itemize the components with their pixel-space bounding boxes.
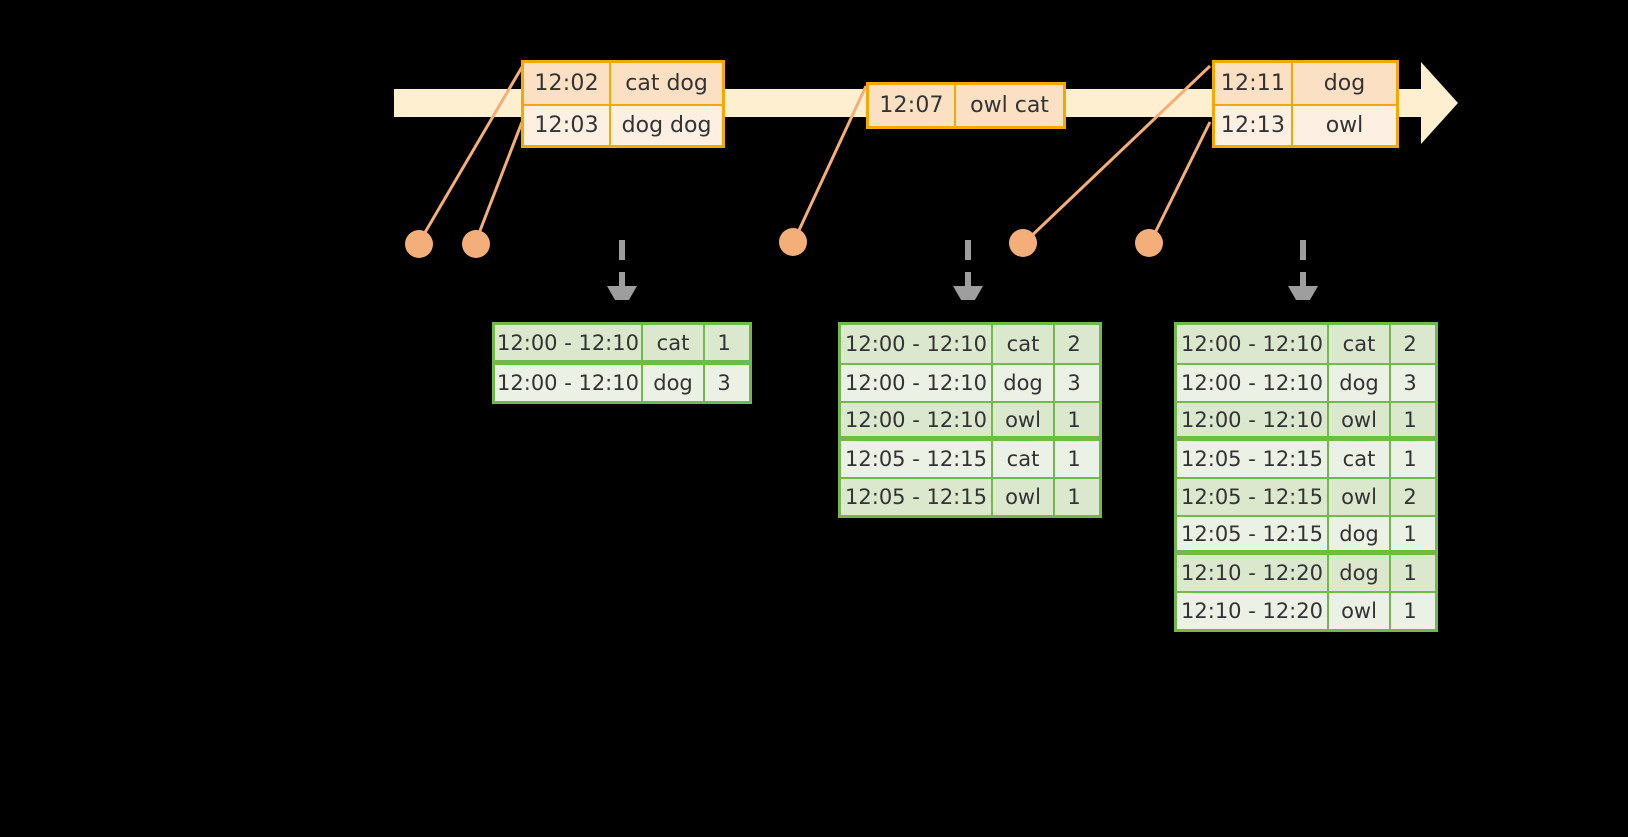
table-row[interactable]: 12:00 - 12:10 cat 1	[495, 325, 749, 363]
cell-window: 12:00 - 12:10	[1177, 325, 1329, 363]
event-words: cat dog	[625, 71, 708, 96]
cell-count: 1	[1403, 407, 1417, 432]
event-time: 12:07	[869, 85, 957, 126]
cell-count: 1	[1403, 447, 1417, 471]
cell-count: 2	[1403, 485, 1417, 509]
cell-window: 12:00 - 12:10	[495, 365, 643, 401]
event-time: 12:13	[1215, 106, 1293, 145]
cell-word: owl	[1329, 479, 1391, 515]
stream-event-group-2[interactable]: 12:07 owl cat	[866, 82, 1066, 129]
stream-event[interactable]: 12:11 dog	[1215, 63, 1396, 104]
table-row[interactable]: 12:00 - 12:10 cat 2	[1177, 325, 1435, 363]
cell-word: cat	[1329, 441, 1391, 477]
cell-count: 1	[1403, 599, 1417, 623]
cell-word: cat	[643, 325, 705, 360]
cell-window: 12:00 - 12:10	[1177, 403, 1329, 436]
stream-event[interactable]: 12:02 cat dog	[524, 63, 722, 104]
cell-word: dog	[1329, 517, 1391, 550]
cell-word: owl	[1329, 403, 1391, 436]
stream-timeline-graphics	[394, 62, 1458, 300]
event-marker-dot	[462, 230, 490, 258]
cell-window: 12:05 - 12:15	[841, 479, 993, 515]
event-marker-dot	[1009, 229, 1037, 257]
cell-count: 3	[1067, 371, 1081, 395]
cell-count: 2	[1067, 332, 1081, 356]
table-row[interactable]: 12:05 - 12:15 owl 1	[841, 477, 1099, 515]
cell-word: dog	[993, 365, 1055, 401]
cell-window: 12:00 - 12:10	[841, 403, 993, 436]
emit-arrows	[619, 240, 1306, 288]
cell-window: 12:00 - 12:10	[841, 325, 993, 363]
table-row[interactable]: 12:00 - 12:10 dog 3	[495, 363, 749, 401]
cell-count: 3	[717, 371, 731, 395]
table-row[interactable]: 12:00 - 12:10 owl 1	[841, 401, 1099, 439]
cell-word: cat	[993, 441, 1055, 477]
cell-window: 12:05 - 12:15	[1177, 479, 1329, 515]
event-time: 12:03	[524, 106, 612, 145]
event-time: 12:02	[524, 63, 612, 104]
table-row[interactable]: 12:05 - 12:15 cat 1	[841, 439, 1099, 477]
cell-word: dog	[1329, 555, 1391, 591]
event-markers	[405, 228, 1163, 258]
stream-event-group-3[interactable]: 12:11 dog 12:13 owl	[1212, 60, 1399, 148]
emit-arrow-heads	[607, 286, 1318, 300]
cell-word: owl	[1329, 593, 1391, 629]
event-marker-dot	[405, 230, 433, 258]
event-marker-dot	[779, 228, 807, 256]
stream-event[interactable]: 12:13 owl	[1215, 104, 1396, 145]
stream-event[interactable]: 12:07 owl cat	[869, 85, 1063, 126]
cell-window: 12:05 - 12:15	[841, 441, 993, 477]
event-words: dog dog	[621, 113, 712, 138]
result-table-1[interactable]: 12:00 - 12:10 cat 1 12:00 - 12:10 dog 3	[492, 322, 752, 404]
cell-word: owl	[993, 403, 1055, 436]
event-marker-dot	[1135, 229, 1163, 257]
event-words: dog	[1323, 71, 1366, 96]
cell-window: 12:10 - 12:20	[1177, 555, 1329, 591]
event-time: 12:11	[1215, 63, 1293, 104]
cell-word: cat	[1329, 325, 1391, 363]
cell-window: 12:00 - 12:10	[495, 325, 643, 360]
result-table-2[interactable]: 12:00 - 12:10 cat 2 12:00 - 12:10 dog 3 …	[838, 322, 1102, 518]
stream-event[interactable]: 12:03 dog dog	[524, 104, 722, 145]
result-table-3[interactable]: 12:00 - 12:10 cat 2 12:00 - 12:10 dog 3 …	[1174, 322, 1438, 632]
table-row[interactable]: 12:00 - 12:10 dog 3	[1177, 363, 1435, 401]
cell-count: 2	[1403, 332, 1417, 356]
cell-count: 1	[717, 330, 731, 355]
cell-word: owl	[993, 479, 1055, 515]
cell-word: cat	[993, 325, 1055, 363]
table-row[interactable]: 12:00 - 12:10 dog 3	[841, 363, 1099, 401]
table-row[interactable]: 12:00 - 12:10 owl 1	[1177, 401, 1435, 439]
cell-window: 12:05 - 12:15	[1177, 441, 1329, 477]
table-row[interactable]: 12:00 - 12:10 cat 2	[841, 325, 1099, 363]
cell-window: 12:05 - 12:15	[1177, 517, 1329, 550]
cell-count: 1	[1403, 561, 1417, 585]
table-row[interactable]: 12:05 - 12:15 dog 1	[1177, 515, 1435, 553]
cell-window: 12:00 - 12:10	[841, 365, 993, 401]
table-row[interactable]: 12:10 - 12:20 dog 1	[1177, 553, 1435, 591]
cell-word: dog	[1329, 365, 1391, 401]
cell-word: dog	[643, 365, 705, 401]
cell-count: 1	[1403, 521, 1417, 546]
cell-count: 1	[1067, 485, 1081, 509]
cell-count: 3	[1403, 371, 1417, 395]
cell-count: 1	[1067, 407, 1081, 432]
cell-window: 12:00 - 12:10	[1177, 365, 1329, 401]
event-words: owl cat	[970, 93, 1049, 118]
table-row[interactable]: 12:05 - 12:15 owl 2	[1177, 477, 1435, 515]
table-row[interactable]: 12:10 - 12:20 owl 1	[1177, 591, 1435, 629]
event-words: owl	[1325, 113, 1364, 138]
cell-count: 1	[1067, 447, 1081, 471]
cell-window: 12:10 - 12:20	[1177, 593, 1329, 629]
stream-event-group-1[interactable]: 12:02 cat dog 12:03 dog dog	[521, 60, 725, 148]
table-row[interactable]: 12:05 - 12:15 cat 1	[1177, 439, 1435, 477]
